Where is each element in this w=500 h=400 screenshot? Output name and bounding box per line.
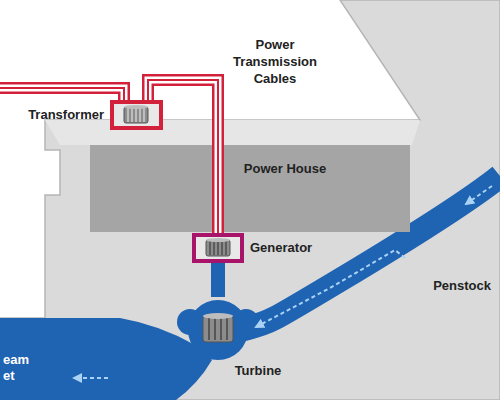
- turbine-volute: [177, 300, 259, 360]
- cables-label: Power Transmission Cables: [227, 36, 323, 87]
- transmission-cable: [148, 80, 218, 233]
- turbine-shaft: [211, 263, 225, 297]
- outlet-label: eam et: [3, 352, 35, 384]
- grid-cables: [0, 88, 124, 101]
- transformer-icon: [114, 104, 158, 126]
- transformer-box: Transformer: [110, 100, 163, 130]
- water-flow-arrow: [256, 250, 405, 327]
- power-house-box: Power House: [90, 145, 410, 232]
- turbine-shaft: [218, 263, 219, 297]
- outlet-flow-arrow: [74, 377, 108, 379]
- penstock-region: Penstock: [405, 258, 495, 300]
- turbine-unit: Turbine: [180, 297, 256, 361]
- node-label: Turbine: [220, 363, 296, 379]
- water-flow-arrow: [256, 250, 405, 327]
- node-label: Transformer: [28, 104, 104, 126]
- generator-box: Generator: [192, 233, 244, 263]
- outlet-label: eam et: [3, 352, 35, 384]
- transmission-cable: [148, 80, 218, 233]
- cables-label: Power Transmission Cables: [227, 36, 323, 87]
- transmission-cable: [148, 80, 218, 233]
- penstock-flow-arrow: [466, 186, 492, 204]
- node-label: Power House: [90, 145, 410, 176]
- node-label: Penstock: [405, 278, 495, 294]
- generator-icon: [196, 237, 240, 259]
- roof-band: [45, 120, 420, 145]
- transmission-cable: [148, 80, 218, 233]
- node-label: Generator: [250, 237, 294, 259]
